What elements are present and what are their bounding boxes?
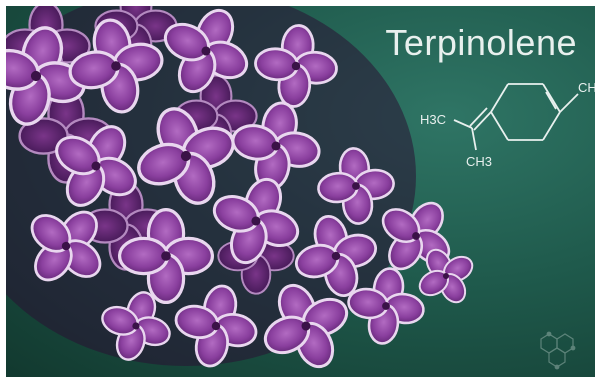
label-ch3-bottom: CH3 [466,154,492,169]
molecule-hexagon-watermark-icon [540,331,576,370]
label-ch3-top: CH3 [578,80,595,95]
label-h3c-left: H3C [420,112,446,127]
lilac-flowers-photo [6,6,487,377]
compound-title: Terpinolene [385,22,577,63]
terpinolene-structure-diagram: CH3 H3C CH3 [420,80,595,169]
photo-frame: Terpinolene CH3 H3C CH3 [6,6,595,377]
